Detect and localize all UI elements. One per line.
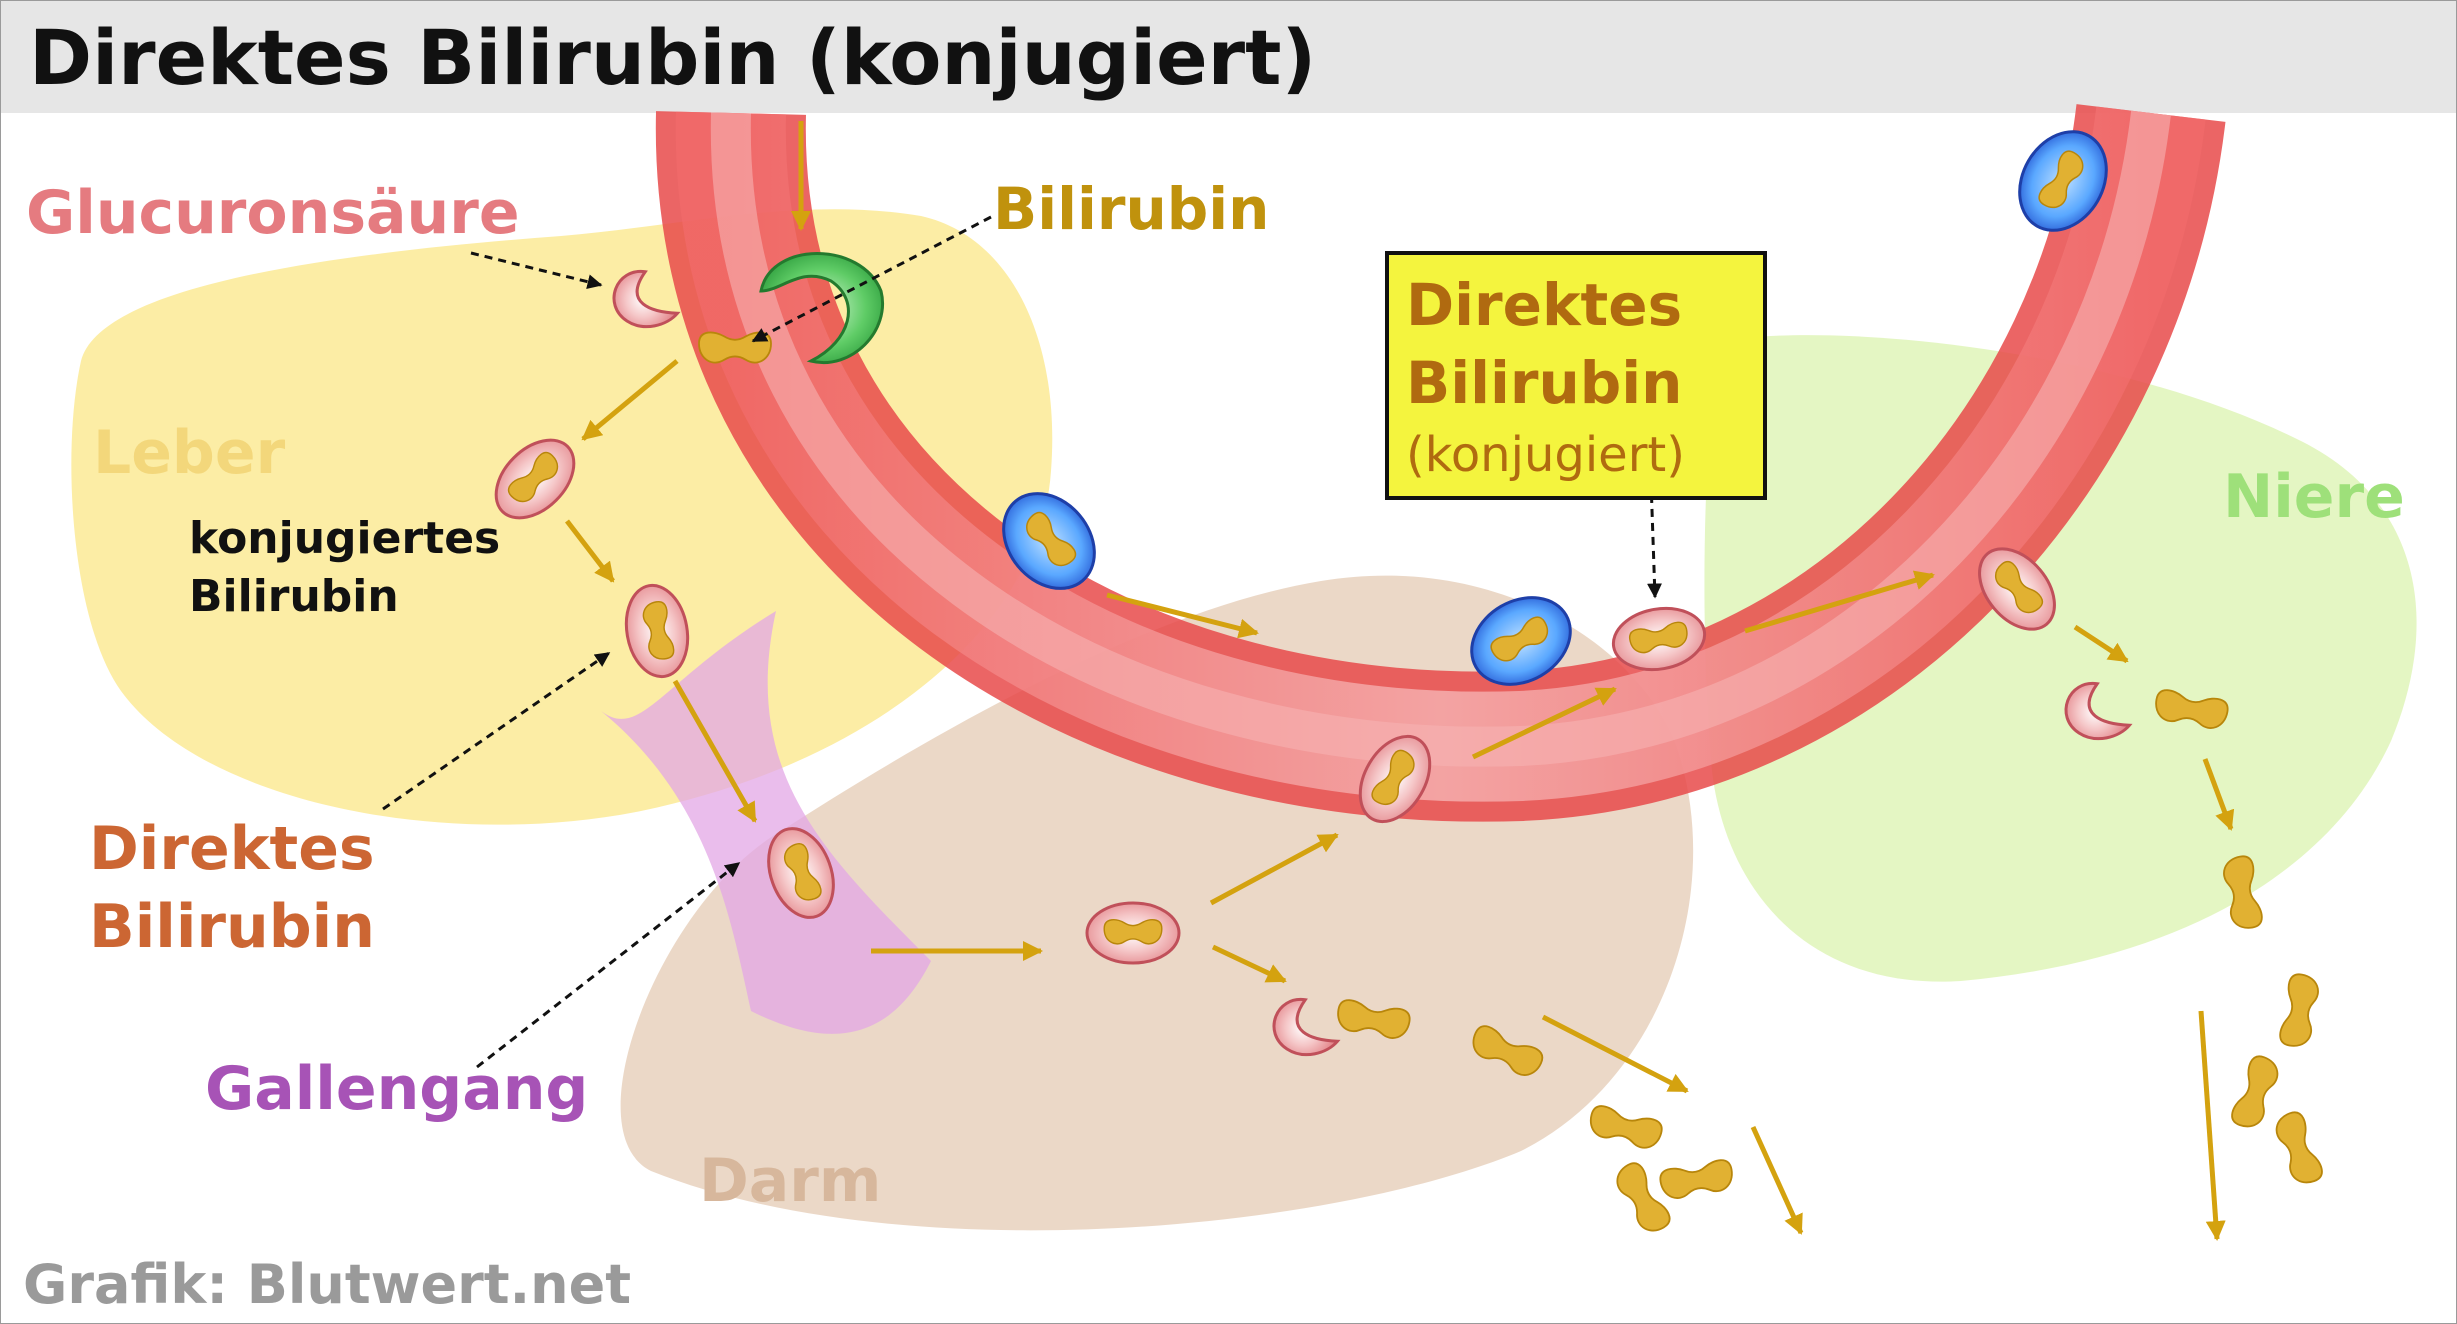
bilirubin-molecule-icon — [2228, 1052, 2283, 1133]
label-leber: Leber — [93, 418, 286, 488]
callout-line-1: Direktes — [1406, 271, 1682, 339]
bilirubin-molecule-icon — [2277, 971, 2322, 1050]
label-direktes-2: Bilirubin — [89, 892, 375, 962]
label-gallengang: Gallengang — [205, 1054, 588, 1124]
label-darm: Darm — [699, 1146, 881, 1216]
label-konjugiert-1: konjugiertes — [189, 513, 500, 564]
label-konjugiert-2: Bilirubin — [189, 571, 399, 622]
credit-text: Grafik: Blutwert.net — [23, 1253, 631, 1316]
bilirubin-molecule-icon — [1657, 1157, 1736, 1202]
callout-line-3: (konjugiert) — [1406, 427, 1685, 483]
bile-duct — [601, 611, 931, 1034]
label-bilirubin: Bilirubin — [993, 175, 1269, 243]
title-bar: Direktes Bilirubin (konjugiert) — [1, 1, 2456, 113]
bilirubin-molecule-icon — [1585, 1102, 1665, 1153]
pointer-arrows — [382, 215, 1663, 1069]
page-title: Direktes Bilirubin (konjugiert) — [29, 13, 1317, 102]
bilirubin-molecule-icon — [2271, 1108, 2326, 1189]
label-direktes-1: Direktes — [89, 814, 375, 884]
conjugated-bilirubin-icon — [1087, 903, 1179, 963]
flow-arrows — [565, 121, 2235, 1241]
heme-degradation-icon — [759, 252, 884, 364]
label-glucuronsaeure: Glucuronsäure — [26, 178, 520, 248]
callout-box — [1385, 251, 1767, 500]
kidney-region — [1704, 335, 2417, 982]
label-niere: Niere — [2223, 462, 2405, 532]
callout-line-2: Bilirubin — [1406, 349, 1682, 417]
